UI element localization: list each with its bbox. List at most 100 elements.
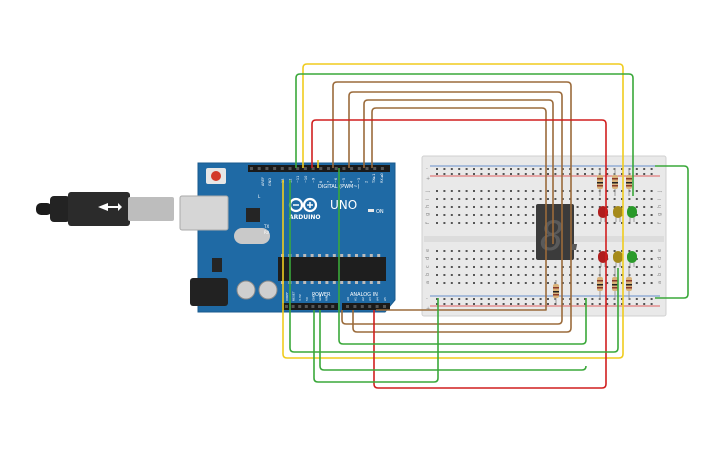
- breadboard-hole[interactable]: [495, 258, 498, 260]
- breadboard-hole[interactable]: [591, 298, 594, 300]
- breadboard-hole[interactable]: [576, 222, 579, 224]
- breadboard-hole[interactable]: [465, 190, 468, 192]
- breadboard-hole[interactable]: [495, 214, 498, 216]
- breadboard-hole[interactable]: [458, 206, 461, 208]
- breadboard-hole[interactable]: [487, 214, 490, 216]
- breadboard-hole[interactable]: [524, 258, 527, 260]
- breadboard-hole[interactable]: [458, 173, 461, 175]
- breadboard-hole[interactable]: [436, 274, 438, 276]
- breadboard-hole[interactable]: [643, 190, 646, 192]
- breadboard-hole[interactable]: [502, 303, 505, 305]
- breadboard-hole[interactable]: [450, 303, 453, 305]
- breadboard-hole[interactable]: [539, 274, 542, 276]
- breadboard-hole[interactable]: [532, 282, 535, 284]
- breadboard-hole[interactable]: [473, 266, 475, 268]
- breadboard-hole[interactable]: [450, 222, 453, 224]
- breadboard-hole[interactable]: [628, 250, 631, 252]
- breadboard-hole[interactable]: [621, 250, 623, 252]
- breadboard-hole[interactable]: [606, 274, 609, 276]
- breadboard-hole[interactable]: [487, 298, 490, 300]
- breadboard-hole[interactable]: [510, 173, 512, 175]
- breadboard-hole[interactable]: [650, 266, 653, 268]
- breadboard-hole[interactable]: [576, 214, 579, 216]
- breadboard-hole[interactable]: [650, 206, 653, 208]
- breadboard-hole[interactable]: [502, 168, 505, 170]
- breadboard-hole[interactable]: [591, 266, 594, 268]
- led[interactable]: [627, 206, 637, 218]
- breadboard-hole[interactable]: [510, 298, 512, 300]
- breadboard-hole[interactable]: [458, 274, 461, 276]
- breadboard-hole[interactable]: [443, 266, 446, 268]
- breadboard-hole[interactable]: [495, 222, 498, 224]
- breadboard-hole[interactable]: [524, 214, 527, 216]
- breadboard-hole[interactable]: [584, 173, 586, 175]
- breadboard-hole[interactable]: [487, 266, 490, 268]
- breadboard-hole[interactable]: [480, 198, 483, 200]
- breadboard-hole[interactable]: [450, 298, 453, 300]
- wire[interactable]: [289, 180, 619, 353]
- breadboard-hole[interactable]: [487, 303, 490, 305]
- breadboard-hole[interactable]: [554, 173, 557, 175]
- breadboard-hole[interactable]: [650, 214, 653, 216]
- breadboard-hole[interactable]: [510, 282, 512, 284]
- breadboard-hole[interactable]: [450, 282, 453, 284]
- breadboard-hole[interactable]: [436, 303, 438, 305]
- wire[interactable]: [338, 168, 587, 345]
- breadboard-hole[interactable]: [635, 250, 638, 252]
- breadboard-hole[interactable]: [576, 266, 579, 268]
- breadboard-hole[interactable]: [606, 266, 609, 268]
- breadboard-hole[interactable]: [495, 274, 498, 276]
- breadboard-hole[interactable]: [480, 222, 483, 224]
- breadboard-hole[interactable]: [465, 250, 468, 252]
- breadboard-hole[interactable]: [487, 173, 490, 175]
- breadboard-hole[interactable]: [487, 250, 490, 252]
- breadboard-hole[interactable]: [650, 173, 653, 175]
- breadboard-hole[interactable]: [510, 274, 512, 276]
- breadboard-hole[interactable]: [458, 303, 461, 305]
- breadboard-hole[interactable]: [584, 198, 586, 200]
- breadboard-hole[interactable]: [606, 298, 609, 300]
- breadboard-hole[interactable]: [517, 303, 520, 305]
- breadboard-hole[interactable]: [436, 168, 438, 170]
- breadboard-hole[interactable]: [532, 190, 535, 192]
- breadboard-hole[interactable]: [450, 173, 453, 175]
- breadboard-hole[interactable]: [584, 298, 586, 300]
- breadboard-hole[interactable]: [465, 173, 468, 175]
- breadboard-hole[interactable]: [443, 190, 446, 192]
- breadboard-hole[interactable]: [606, 206, 609, 208]
- breadboard-hole[interactable]: [495, 198, 498, 200]
- breadboard-hole[interactable]: [443, 206, 446, 208]
- breadboard-hole[interactable]: [465, 222, 468, 224]
- breadboard-hole[interactable]: [576, 282, 579, 284]
- breadboard-hole[interactable]: [487, 206, 490, 208]
- breadboard-hole[interactable]: [643, 222, 646, 224]
- breadboard-hole[interactable]: [517, 173, 520, 175]
- breadboard-hole[interactable]: [539, 168, 542, 170]
- breadboard-hole[interactable]: [539, 190, 542, 192]
- breadboard-hole[interactable]: [591, 222, 594, 224]
- breadboard-hole[interactable]: [487, 274, 490, 276]
- breadboard-hole[interactable]: [606, 190, 609, 192]
- breadboard-hole[interactable]: [547, 173, 549, 175]
- breadboard-hole[interactable]: [502, 266, 505, 268]
- breadboard-hole[interactable]: [473, 258, 475, 260]
- breadboard-hole[interactable]: [480, 303, 483, 305]
- breadboard-hole[interactable]: [584, 282, 586, 284]
- breadboard-hole[interactable]: [458, 258, 461, 260]
- breadboard-hole[interactable]: [606, 282, 609, 284]
- breadboard-hole[interactable]: [635, 190, 638, 192]
- breadboard-hole[interactable]: [643, 282, 646, 284]
- breadboard-hole[interactable]: [465, 298, 468, 300]
- breadboard-hole[interactable]: [487, 222, 490, 224]
- breadboard-hole[interactable]: [443, 298, 446, 300]
- breadboard-hole[interactable]: [465, 214, 468, 216]
- breadboard-hole[interactable]: [436, 198, 438, 200]
- breadboard-hole[interactable]: [480, 250, 483, 252]
- breadboard-hole[interactable]: [473, 190, 475, 192]
- breadboard-hole[interactable]: [643, 250, 646, 252]
- breadboard-hole[interactable]: [591, 282, 594, 284]
- breadboard-hole[interactable]: [450, 206, 453, 208]
- breadboard-hole[interactable]: [480, 214, 483, 216]
- breadboard-hole[interactable]: [473, 198, 475, 200]
- breadboard-hole[interactable]: [495, 173, 498, 175]
